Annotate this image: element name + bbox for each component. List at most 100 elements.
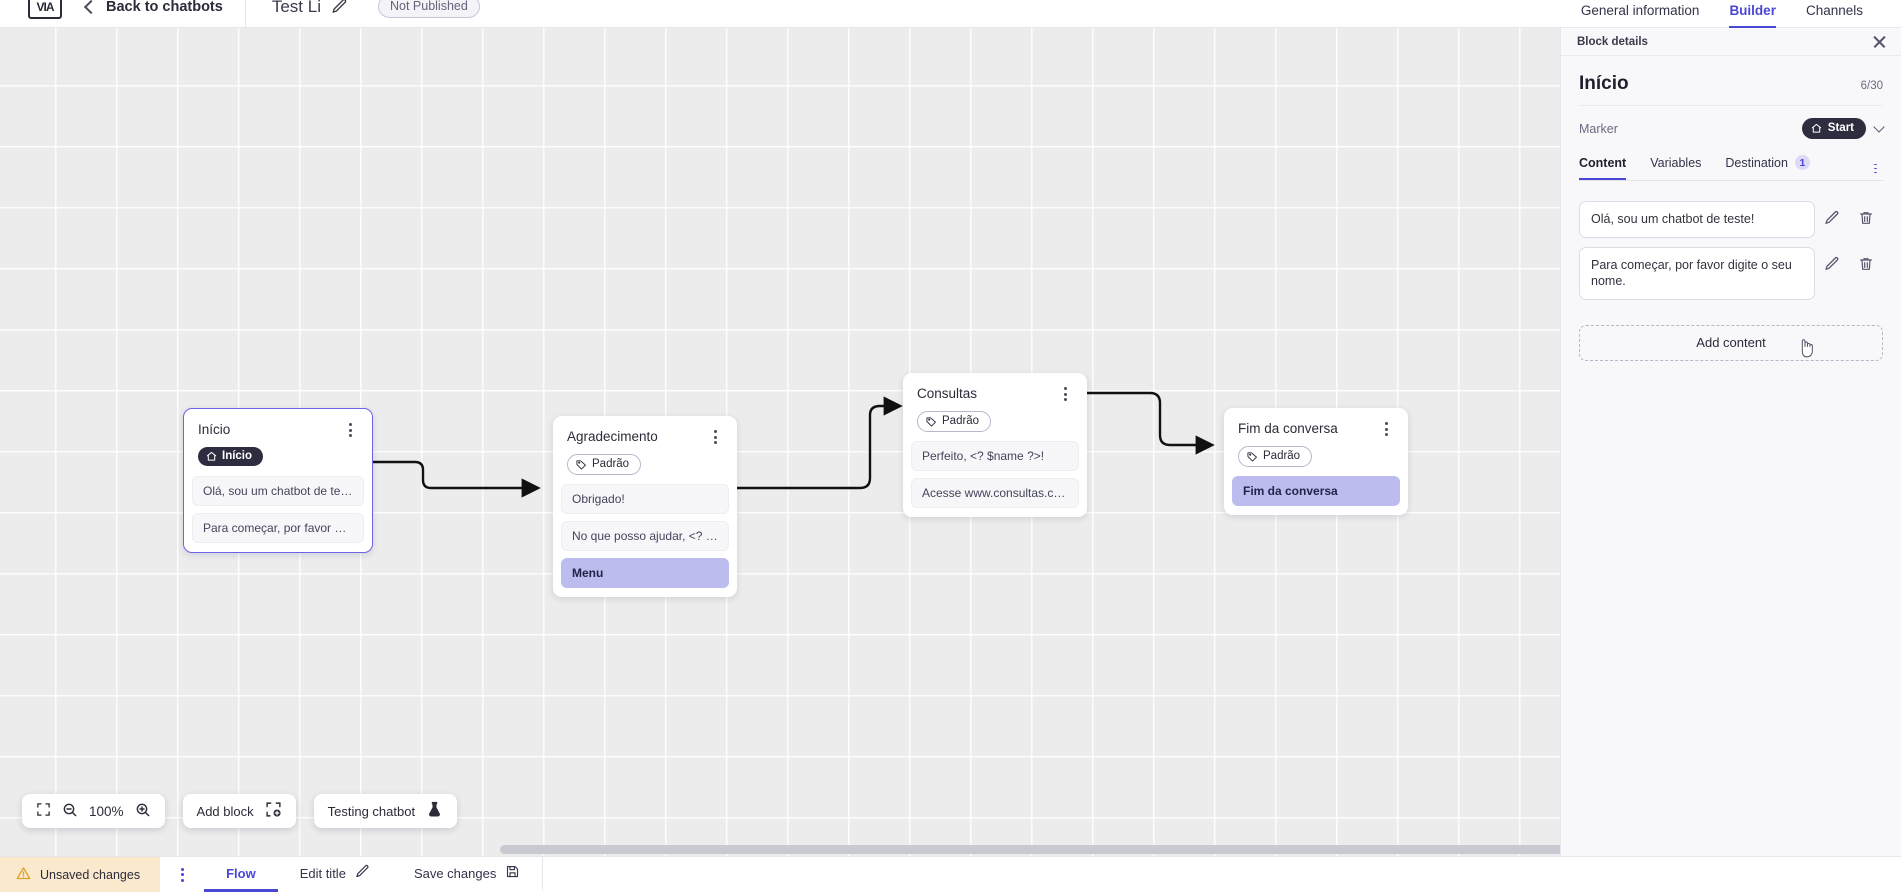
node-menu-button[interactable] (342, 422, 358, 438)
content-item: Para começar, por favor digite o seu nom… (1579, 246, 1883, 300)
flask-icon (426, 801, 443, 821)
statusbar-edit-title-button[interactable]: Edit title (278, 857, 392, 892)
node-row[interactable]: Para começar, por favor digite o ... (192, 512, 364, 543)
marker-label: Marker (1579, 121, 1618, 136)
marker-value-badge[interactable]: Start (1801, 118, 1866, 139)
add-block-button[interactable]: Add block (182, 794, 296, 828)
chevron-down-icon[interactable] (1873, 120, 1885, 133)
node-row[interactable]: Olá, sou um chatbot de teste! (192, 475, 364, 506)
node-header: Agradecimento (553, 416, 737, 445)
panel-header: Block details (1561, 28, 1901, 56)
statusbar-save-changes-label: Save changes (413, 865, 497, 881)
unsaved-changes-label: Unsaved changes (40, 867, 141, 882)
node-body: Obrigado! No que posso ajudar, <? $name … (553, 484, 737, 588)
tag-icon (926, 416, 936, 427)
node-row[interactable]: No que posso ajudar, <? $name ... (561, 521, 729, 551)
testing-chatbot-button[interactable]: Testing chatbot (313, 794, 458, 828)
tab-general-information[interactable]: General information (1580, 2, 1700, 18)
pencil-icon (355, 864, 370, 882)
zoom-controls: 100% (22, 794, 165, 828)
scrollbar-thumb[interactable] (500, 845, 1560, 854)
node-body: Fim da conversa (1224, 476, 1408, 506)
node-title: Fim da conversa (1238, 421, 1338, 436)
tag-icon (576, 459, 586, 470)
delete-content-trash-icon[interactable] (1849, 247, 1883, 281)
home-icon (1811, 123, 1821, 133)
add-content-button[interactable]: Add content (1579, 324, 1883, 361)
node-tag-badge: Padrão (917, 411, 992, 432)
close-icon[interactable] (1872, 34, 1887, 49)
node-row[interactable]: Fim da conversa (1232, 476, 1400, 506)
node-menu-button[interactable] (707, 429, 723, 445)
node-menu-button[interactable] (1057, 386, 1073, 402)
chevron-left-icon (83, 0, 99, 14)
top-tabs: General information Builder Channels (1581, 0, 1901, 28)
statusbar-tab-flow[interactable]: Flow (204, 857, 278, 892)
node-title: Início (198, 422, 231, 437)
flow-canvas[interactable]: Início Início Olá, sou um chatbot de tes… (0, 28, 1560, 856)
panel-marker-row: Marker Start (1579, 106, 1885, 149)
node-row[interactable]: Perfeito, <? $name ?>! (911, 441, 1079, 471)
add-block-icon (265, 801, 282, 821)
node-row[interactable]: Obrigado! (561, 484, 729, 514)
content-text[interactable]: Olá, sou um chatbot de teste! (1579, 201, 1815, 238)
mouse-cursor-pointer-icon (1797, 337, 1815, 359)
tab-content-label: Content (1579, 156, 1627, 170)
node-body: Olá, sou um chatbot de teste! Para começ… (184, 475, 372, 543)
back-to-chatbots-label: Back to chatbots (106, 0, 223, 15)
tab-content[interactable]: Content (1579, 156, 1627, 180)
edit-title-pencil-icon[interactable] (331, 0, 348, 15)
node-tag-row: Padrão (553, 445, 737, 484)
block-details-panel: Block details Início 6/30 Marker Start C… (1560, 28, 1901, 856)
node-header: Fim da conversa (1224, 408, 1408, 437)
canvas-horizontal-scrollbar[interactable] (0, 845, 1560, 854)
panel-body: Início 6/30 Marker Start Content Variabl… (1561, 56, 1901, 361)
flow-node-fim-da-conversa[interactable]: Fim da conversa Padrão Fim da conversa (1224, 408, 1408, 515)
tab-destination[interactable]: Destination 1 (1725, 155, 1810, 180)
node-tag-badge: Padrão (1238, 446, 1313, 467)
content-text[interactable]: Para começar, por favor digite o seu nom… (1579, 246, 1815, 300)
node-tag-label: Padrão (942, 415, 980, 427)
zoom-in-icon[interactable] (135, 802, 151, 821)
node-tag-row: Início (184, 438, 372, 476)
app-logo-icon[interactable]: VIA (28, 0, 62, 19)
delete-content-trash-icon[interactable] (1849, 201, 1883, 235)
panel-tabs: Content Variables Destination 1 (1579, 149, 1883, 181)
panel-title-row: Início 6/30 (1579, 56, 1883, 106)
edit-content-pencil-icon[interactable] (1815, 201, 1849, 235)
node-row[interactable]: Acesse www.consultas.com par... (911, 478, 1079, 508)
flow-node-consultas[interactable]: Consultas Padrão Perfeito, <? $name ?>! … (903, 373, 1087, 517)
top-bar: VIA Back to chatbots Test Li Not Publish… (0, 0, 1901, 28)
node-row-menu[interactable]: Menu (561, 558, 729, 588)
tab-channels[interactable]: Channels (1805, 2, 1863, 18)
tab-variables[interactable]: Variables (1650, 156, 1701, 180)
zoom-level-label: 100% (89, 803, 124, 819)
back-to-chatbots-button[interactable]: Back to chatbots (83, 0, 246, 28)
flow-node-agradecimento[interactable]: Agradecimento Padrão Obrigado! No que po… (553, 416, 737, 597)
tab-variables-label: Variables (1650, 156, 1702, 170)
node-menu-button[interactable] (1378, 421, 1394, 437)
bottom-status-bar: Unsaved changes Flow Edit title Save cha… (0, 856, 1901, 892)
panel-more-menu-button[interactable] (1867, 164, 1883, 180)
node-tag-badge: Início (198, 447, 264, 466)
home-icon (206, 451, 217, 461)
flow-node-inicio[interactable]: Início Início Olá, sou um chatbot de tes… (183, 408, 373, 553)
fit-screen-icon[interactable] (36, 802, 51, 820)
unsaved-changes-indicator: Unsaved changes (0, 857, 161, 892)
node-tag-label: Início (222, 450, 253, 462)
node-title: Consultas (917, 386, 978, 401)
panel-block-count: 6/30 (1860, 80, 1883, 92)
canvas-toolbar: 100% Add block Testing chatbot (22, 794, 458, 828)
node-tag-badge: Padrão (567, 454, 642, 475)
tab-builder[interactable]: Builder (1729, 3, 1776, 28)
zoom-out-icon[interactable] (62, 802, 78, 821)
edit-content-pencil-icon[interactable] (1815, 247, 1849, 281)
node-header: Início (184, 409, 372, 438)
statusbar-tab-flow-label: Flow (226, 865, 256, 881)
statusbar-menu-button[interactable] (160, 857, 204, 892)
marker-value-label: Start (1827, 122, 1854, 134)
content-item: Olá, sou um chatbot de teste! (1579, 201, 1883, 238)
statusbar-save-changes-button[interactable]: Save changes (392, 857, 544, 892)
node-title: Agradecimento (567, 429, 658, 444)
